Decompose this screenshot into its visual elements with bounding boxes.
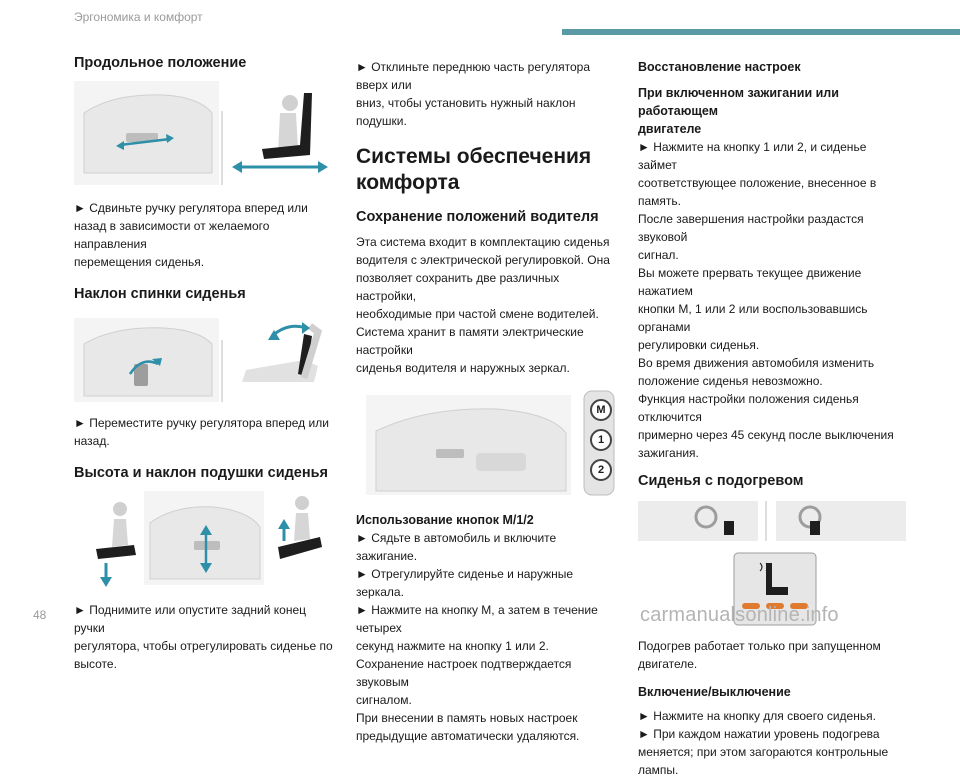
heading-restore: Восстановление настроек: [638, 60, 801, 74]
column-3: Восстановление настроек При включенном з…: [638, 58, 906, 779]
paragraph-use-7: При внесении в память новых настроек: [356, 711, 578, 725]
paragraph-use-6: сигналом.: [356, 693, 412, 707]
illustration-heated-seats: [638, 491, 906, 629]
section-title-line-1: Системы обеспечения: [356, 145, 592, 168]
memory-button-2[interactable]: 2: [590, 459, 612, 481]
paragraph-memory-6: сиденья водителя и наружных зеркал.: [356, 361, 570, 375]
paragraph-intro-1: ► Отклиньте переднюю часть регулятора вв…: [356, 60, 591, 92]
paragraph-restore-8: Во время движения автомобиля изменить: [638, 356, 875, 370]
illustration-seat-longitudinal: [74, 73, 334, 191]
paragraph-restore-9: положение сиденья невозможно.: [638, 374, 823, 388]
paragraph-restore-7: регулировки сиденья.: [638, 338, 760, 352]
memory-button-1[interactable]: 1: [590, 429, 612, 451]
heading-using-buttons: Использование кнопок M/1/2: [356, 513, 534, 527]
column-2: ► Отклиньте переднюю часть регулятора вв…: [356, 58, 618, 745]
paragraph-restore-11: примерно через 45 секунд после выключени…: [638, 428, 894, 442]
paragraph-restore-3: После завершения настройки раздастся зву…: [638, 212, 864, 244]
paragraph-restore-6: кнопки M, 1 или 2 или воспользовавшись о…: [638, 302, 868, 334]
paragraph-intro-2: вниз, чтобы установить нужный наклон под…: [356, 96, 576, 128]
paragraph-restore-2: соответствующее положение, внесенное в п…: [638, 176, 877, 208]
memory-button-m[interactable]: M: [590, 399, 612, 421]
illustration-memory-buttons: M 1 2: [356, 387, 618, 499]
header-accent-bar: [562, 29, 960, 35]
paragraph-longitudinal-1: ► Сдвиньте ручку регулятора вперед или: [74, 201, 308, 215]
heading-heated-seats: Сиденья с подогревом: [638, 473, 804, 489]
paragraph-height-3: высоте.: [74, 657, 117, 671]
paragraph-memory-5: Система хранит в памяти электрические на…: [356, 325, 584, 357]
subheading-restore-1: При включенном зажигании или работающем: [638, 86, 839, 118]
paragraph-use-1: ► Сядьте в автомобиль и включите зажиган…: [356, 531, 557, 563]
subheading-restore-2: двигателе: [638, 122, 702, 136]
paragraph-memory-1: Эта система входит в комплектацию сидень…: [356, 235, 610, 249]
paragraph-onoff-2: ► При каждом нажатии уровень подогрева: [638, 727, 880, 741]
heading-backrest: Наклон спинки сиденья: [74, 286, 246, 302]
paragraph-use-3: ► Нажмите на кнопку M, а затем в течение…: [356, 603, 598, 635]
paragraph-use-2: ► Отрегулируйте сиденье и наружные зерка…: [356, 567, 574, 599]
paragraph-use-8: предыдущие автоматически удаляются.: [356, 729, 580, 743]
paragraph-backrest-2: назад.: [74, 434, 110, 448]
paragraph-backrest-1: ► Переместите ручку регулятора вперед ил…: [74, 416, 329, 430]
paragraph-restore-1: ► Нажмите на кнопку 1 или 2, и сиденье з…: [638, 140, 867, 172]
paragraph-onoff-1: ► Нажмите на кнопку для своего сиденья.: [638, 709, 876, 723]
paragraph-restore-10: Функция настройки положения сиденья откл…: [638, 392, 859, 424]
paragraph-longitudinal-3: перемещения сиденья.: [74, 255, 205, 269]
heading-on-off: Включение/выключение: [638, 685, 791, 699]
paragraph-longitudinal-2: назад в зависимости от желаемого направл…: [74, 219, 270, 251]
paragraph-use-5: Сохранение настроек подтверждается звуко…: [356, 657, 572, 689]
section-title-line-2: комфорта: [356, 171, 460, 194]
paragraph-restore-12: зажигания.: [638, 446, 699, 460]
paragraph-memory-2: водителя с электрической регулировкой. О…: [356, 253, 610, 267]
column-1: Продольное положение ► Сдвиньте ручку ре…: [74, 54, 334, 673]
paragraph-restore-5: Вы можете прервать текущее движение нажа…: [638, 266, 862, 298]
heading-longitudinal: Продольное положение: [74, 55, 247, 71]
paragraph-restore-4: сигнал.: [638, 248, 679, 262]
page-number: 48: [33, 608, 47, 622]
paragraph-memory-3: позволяет сохранить две различных настро…: [356, 271, 560, 303]
paragraph-height-1: ► Поднимите или опустите задний конец ру…: [74, 603, 307, 635]
watermark: carmanualsonline.info: [640, 604, 839, 626]
heading-height: Высота и наклон подушки сиденья: [74, 465, 329, 481]
paragraph-heated-2: двигателе.: [638, 657, 698, 671]
header-section-title: Эргономика и комфорт: [74, 10, 203, 24]
paragraph-onoff-3: меняется; при этом загораются контрольны…: [638, 745, 889, 777]
illustration-seat-height: [74, 483, 334, 589]
paragraph-memory-4: необходимые при частой смене водителей.: [356, 307, 599, 321]
heading-driver-memory: Сохранение положений водителя: [356, 209, 599, 225]
illustration-seat-backrest: [74, 304, 334, 404]
